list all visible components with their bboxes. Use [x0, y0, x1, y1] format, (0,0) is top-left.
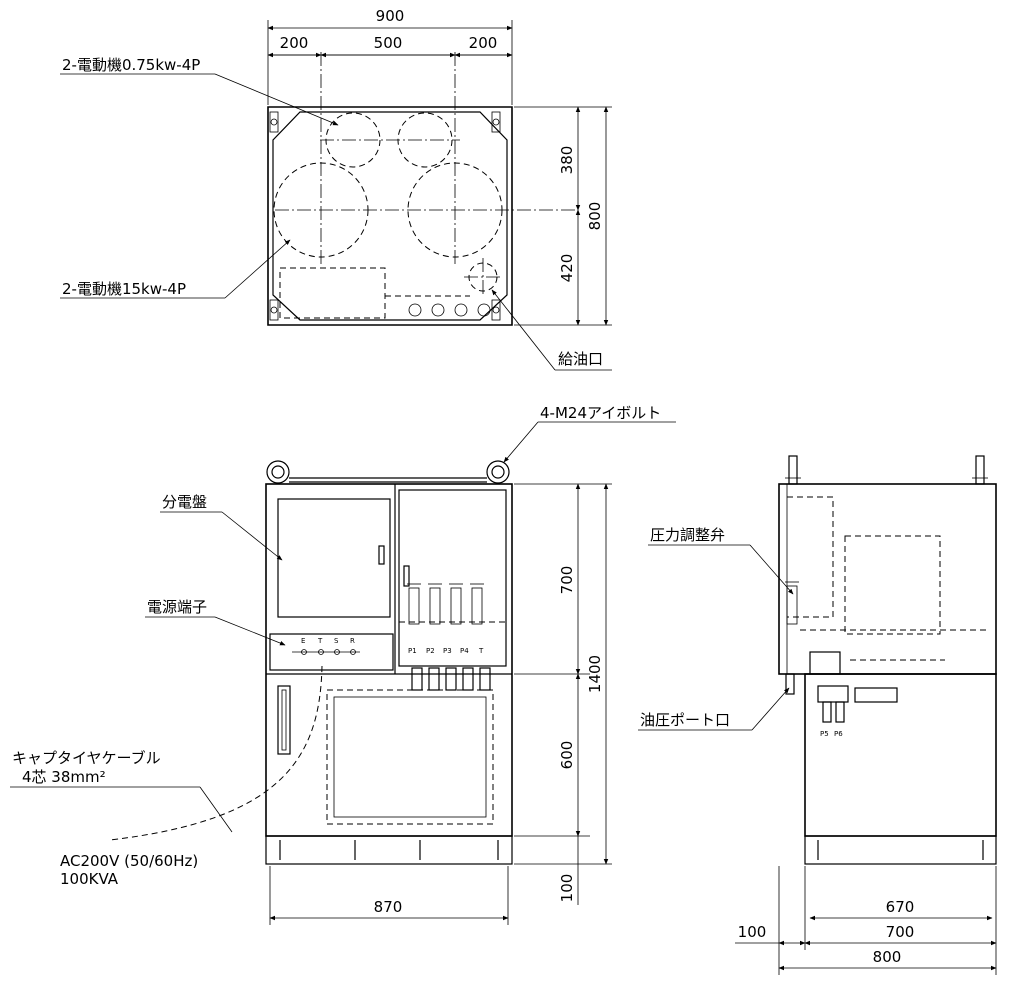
terminal-E: E: [301, 637, 305, 645]
top-dim-900: 900: [376, 7, 405, 25]
side-base-frame: [804, 835, 997, 865]
side-dim-670: 670: [886, 898, 915, 916]
terminal-R: R: [350, 637, 355, 645]
label-large-motors: 2-電動機15kw-4P: [62, 280, 186, 298]
front-dim-1400: 1400: [586, 655, 604, 693]
port-block: [817, 685, 849, 703]
level-gauge: [277, 685, 291, 755]
label-capacity: 100KVA: [60, 870, 119, 888]
front-dim-700: 700: [558, 566, 576, 595]
front-dim-870: 870: [374, 898, 403, 916]
top-dim-200-right: 200: [469, 34, 498, 52]
relief-valve: [786, 585, 798, 625]
top-dim-420: 420: [558, 254, 576, 283]
side-dim-800: 800: [873, 948, 902, 966]
label-oil-inlet: 給油口: [558, 350, 603, 368]
port-P4: P4: [460, 647, 469, 655]
front-view: E T S R P1 P2 P3 P4 T: [10, 404, 676, 925]
eyebolt-marks: [269, 111, 501, 321]
side-dim-100: 100: [738, 923, 767, 941]
front-dim-100: 100: [558, 874, 576, 903]
top-view: 900 200 500 200 380 420 800 2-電動機0.75kw-…: [60, 7, 612, 371]
label-port: 油圧ポート口: [640, 711, 730, 729]
port-T: T: [478, 647, 484, 655]
base-frame: [265, 835, 513, 865]
front-dim-600: 600: [558, 741, 576, 770]
cable-path: [109, 665, 323, 841]
port-P2: P2: [426, 647, 435, 655]
label-power-supply: AC200V (50/60Hz): [60, 852, 198, 870]
terminal-T: T: [317, 637, 323, 645]
label-eyebolt: 4-M24アイボルト: [540, 404, 661, 422]
terminal-box: [269, 633, 394, 671]
label-cable-spec: 4芯 38mm²: [22, 768, 106, 786]
top-dim-800: 800: [586, 202, 604, 231]
side-motor: [844, 535, 941, 635]
port-P3: P3: [443, 647, 452, 655]
port-fittings: [411, 667, 491, 691]
port-P1: P1: [408, 647, 417, 655]
label-panel: 分電盤: [162, 493, 207, 511]
access-cover: [326, 689, 494, 825]
port-P6: P6: [834, 730, 843, 738]
port-P5: P5: [820, 730, 829, 738]
top-dim-380: 380: [558, 146, 576, 175]
label-cable: キャプタイヤケーブル: [12, 749, 161, 767]
eyebolts-front: [266, 460, 510, 484]
side-view: P5 P6 670 100 700 800 圧力調整弁 油圧ポート口: [638, 455, 997, 975]
terminal-S: S: [334, 637, 339, 645]
label-power-terminal: 電源端子: [147, 598, 207, 616]
label-small-motors: 2-電動機0.75kw-4P: [62, 56, 200, 74]
panel-door: [277, 498, 391, 618]
side-dim-700: 700: [886, 923, 915, 941]
pressure-valves-front: [407, 583, 484, 625]
top-dim-500: 500: [374, 34, 403, 52]
top-dim-200-left: 200: [280, 34, 309, 52]
label-relief-valve: 圧力調整弁: [650, 526, 725, 544]
